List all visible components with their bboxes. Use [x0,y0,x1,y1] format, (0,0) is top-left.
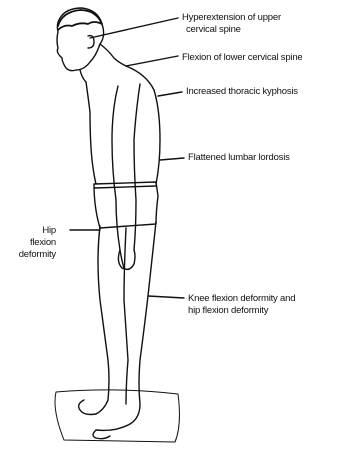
back-leg [96,226,109,414]
label-hip-line1: Hip [42,225,56,236]
leader-lower-cervical [126,56,178,66]
leader-knee [148,296,184,298]
label-hip-line3: deformity [19,249,56,260]
shorts [94,182,158,228]
leader-lumbar [160,158,184,160]
label-lumbar: Flattened lumbar lordosis [188,152,290,163]
label-knee-line2: hip flexion deformity [188,305,268,316]
label-hip-line2: flexion [30,237,56,248]
floor-patch [55,390,179,442]
label-thoracic: Increased thoracic kyphosis [186,86,298,97]
inner-leg [124,228,128,404]
neck-back [100,44,126,66]
back-outline [126,66,160,184]
torso-front [86,82,96,184]
label-knee-line1: Knee flexion deformity and [188,293,295,304]
waistband [94,186,156,188]
label-upper-cervical-line1: Hyperextension of upper [182,12,281,23]
arm-front [112,86,124,268]
neck-front [80,70,86,82]
front-foot-toes [93,430,110,439]
label-upper-cervical-line2: cervical spine [186,24,241,35]
label-lower-cervical: Flexion of lower cervical spine [182,52,303,63]
back-foot [79,400,96,415]
leader-thoracic [158,92,182,96]
